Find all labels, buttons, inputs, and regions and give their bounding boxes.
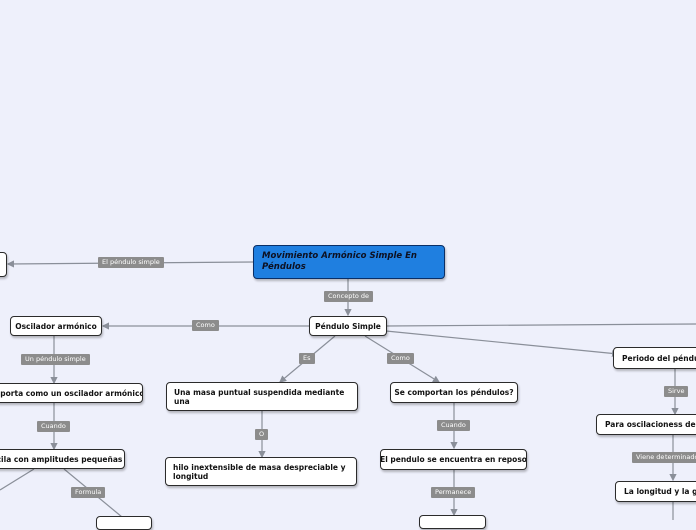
label-terminado: terminado xyxy=(664,452,696,463)
node-para-oscilaciones[interactable]: Para oscilaciones s de po xyxy=(596,414,696,435)
label-es: Es xyxy=(299,353,315,364)
node-offscreen-bottom-left[interactable] xyxy=(96,516,152,530)
label-cuando-right: Cuando xyxy=(437,420,470,431)
node-oscilador-armonico[interactable]: Oscilador armónico xyxy=(10,316,102,336)
node-offscreen-left[interactable] xyxy=(0,252,7,277)
label-como-left: Como xyxy=(192,320,219,331)
label-o: O xyxy=(255,429,269,440)
node-masa-puntual[interactable]: Una masa puntual suspendida mediante una xyxy=(166,382,358,411)
label-viene-de: Viene de xyxy=(632,452,669,463)
node-offscreen-bottom-center[interactable] xyxy=(419,515,486,529)
node-oscila-amplitudes[interactable]: cila con amplitudes pequeñas xyxy=(0,449,125,469)
node-periodo-pendulo[interactable]: Periodo del péndul xyxy=(613,347,696,369)
label-concepto-de: Concepto de xyxy=(324,291,374,302)
node-hilo-inextensible[interactable]: hilo inextensible de masa despreciable y… xyxy=(165,457,357,486)
label-cuando-left: Cuando xyxy=(37,421,70,432)
label-un-pendulo-simple: Un péndulo simple xyxy=(21,354,90,365)
label-formula: Formula xyxy=(71,487,106,498)
node-longitud-gravedad[interactable]: La longitud y la gra xyxy=(615,481,696,502)
node-pendulo-simple[interactable]: Péndulo Simple xyxy=(309,316,387,336)
node-se-comporta-oscilador[interactable]: mporta como un oscilador armónico xyxy=(0,383,143,403)
node-pendulo-reposo[interactable]: El pendulo se encuentra en reposo xyxy=(380,449,527,470)
label-permanece: Permanece xyxy=(431,487,476,498)
root-topic[interactable]: Movimiento Armónico Simple En Péndulos xyxy=(253,245,445,279)
label-como-right: Como xyxy=(387,353,414,364)
node-se-comportan-pendulos[interactable]: Se comportan los péndulos? xyxy=(390,382,518,403)
label-el-pendulo-simple: El péndulo simple xyxy=(98,257,164,268)
label-sirve: Sirve xyxy=(664,386,689,397)
root-topic-title: Movimiento Armónico Simple En Péndulos xyxy=(262,251,417,272)
